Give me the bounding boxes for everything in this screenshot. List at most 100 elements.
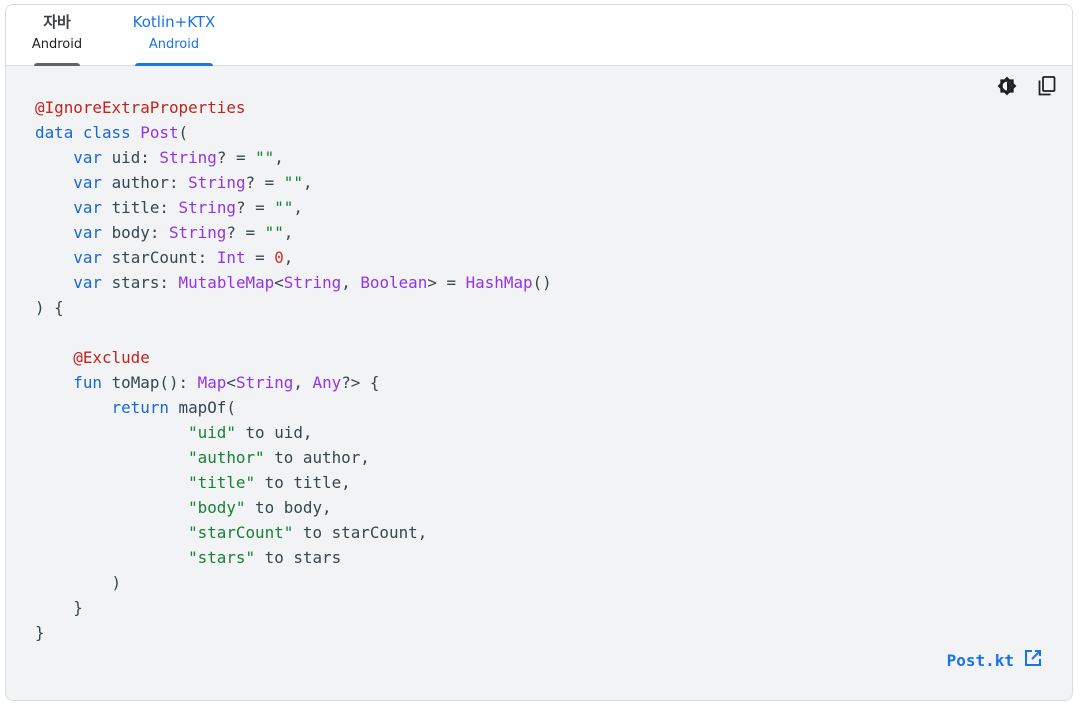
code-token: data class (35, 123, 141, 142)
code-token: Boolean (360, 273, 428, 292)
code-token: "" (255, 148, 275, 167)
code-line: @IgnoreExtraProperties (35, 95, 552, 120)
code-token: var (73, 198, 112, 217)
code-token: @IgnoreExtraProperties (35, 98, 246, 117)
code-token: Any (312, 373, 342, 392)
code-token: , (293, 373, 313, 392)
tab-java-indicator (34, 63, 80, 66)
code-line: @Exclude (35, 345, 552, 370)
code-token: "title" (188, 473, 256, 492)
code-token (35, 498, 188, 517)
tab-kotlin-sublabel: Android (148, 37, 200, 52)
code-token (35, 523, 188, 542)
code-token: , (293, 198, 303, 217)
code-token: , (302, 173, 313, 192)
code-token: "starCount" (188, 523, 294, 542)
code-token: } (35, 623, 45, 642)
code-line: } (35, 620, 552, 645)
code-token (35, 198, 73, 217)
code-token (35, 423, 188, 442)
code-line: fun toMap(): Map<String, Any?> { (35, 370, 552, 395)
code-token: HashMap (465, 273, 533, 292)
code-token: var (73, 173, 112, 192)
code-sample-panel: 자바 Android Kotlin+KTX Android @IgnoreExt… (5, 4, 1073, 701)
code-line: var author: String? = "", (35, 170, 552, 195)
tab-kotlin-ktx[interactable]: Kotlin+KTX Android (126, 5, 222, 66)
code-toolbar (996, 75, 1058, 97)
code-token: "author" (188, 448, 265, 467)
code-token: to stars (255, 548, 342, 567)
code-token: Int (216, 248, 246, 267)
code-token: String (235, 373, 294, 392)
code-line: var uid: String? = "", (35, 145, 552, 170)
code-token (35, 473, 188, 492)
code-token (35, 173, 73, 192)
code-token: String (188, 173, 246, 192)
code-token: title: (111, 198, 179, 217)
code-token: = (245, 248, 275, 267)
code-line (35, 320, 552, 345)
code-line: "body" to body, (35, 495, 552, 520)
code-line: "title" to title, (35, 470, 552, 495)
code-token: "" (283, 173, 303, 192)
code-token (35, 223, 73, 242)
source-file-name: Post.kt (946, 650, 1014, 670)
copy-icon[interactable] (1036, 75, 1058, 97)
code-token: , (283, 248, 294, 267)
code-token (35, 548, 188, 567)
code-line: var title: String? = "", (35, 195, 552, 220)
code-token: to body, (245, 498, 332, 517)
code-token: fun (73, 373, 112, 392)
source-file-link[interactable]: Post.kt (947, 649, 1042, 671)
code-block: @IgnoreExtraProperties data class Post( v… (35, 95, 552, 645)
code-token: Map (197, 373, 227, 392)
code-token: mapOf( (178, 398, 236, 417)
code-token: () (532, 273, 552, 292)
code-token: Post (140, 123, 179, 142)
code-token: var (73, 148, 112, 167)
code-token: to title, (255, 473, 351, 492)
code-token: String (168, 223, 227, 242)
code-token: ? = (216, 148, 256, 167)
code-token: MutableMap (178, 273, 275, 292)
code-token: String (178, 198, 236, 217)
tab-java[interactable]: 자바 Android (26, 5, 88, 66)
code-token: ) (35, 573, 122, 592)
code-token (35, 248, 73, 267)
code-token: toMap(): (111, 373, 198, 392)
code-token: "" (264, 223, 284, 242)
tab-kotlin-label: Kotlin+KTX (132, 13, 216, 31)
code-token: ) { (35, 298, 64, 317)
code-token: body: (111, 223, 169, 242)
code-token: author: (111, 173, 189, 192)
code-token: "" (274, 198, 294, 217)
code-token: var (73, 273, 112, 292)
code-token: starCount: (111, 248, 217, 267)
code-token: , (341, 273, 361, 292)
code-token: ? = (235, 198, 275, 217)
code-line: ) { (35, 295, 552, 320)
code-token: < (226, 373, 236, 392)
tab-java-sublabel: Android (31, 37, 83, 52)
code-line: data class Post( (35, 120, 552, 145)
code-token (35, 373, 73, 392)
code-token: ( (178, 123, 189, 142)
code-token: "uid" (188, 423, 236, 442)
code-token: String (159, 148, 217, 167)
code-token (35, 398, 112, 417)
code-token: > = (427, 273, 466, 292)
code-token: to uid, (235, 423, 313, 442)
code-token: 0 (274, 248, 284, 267)
code-line: "starCount" to starCount, (35, 520, 552, 545)
language-tab-bar: 자바 Android Kotlin+KTX Android (6, 5, 1072, 66)
code-token: "body" (188, 498, 246, 517)
code-line: } (35, 595, 552, 620)
code-token: ? = (226, 223, 265, 242)
code-token: ?> { (341, 373, 380, 392)
code-line: "author" to author, (35, 445, 552, 470)
code-line: var starCount: Int = 0, (35, 245, 552, 270)
code-token: return (111, 398, 179, 417)
code-token: < (274, 273, 284, 292)
code-token: uid: (111, 148, 160, 167)
contrast-icon[interactable] (996, 75, 1018, 97)
